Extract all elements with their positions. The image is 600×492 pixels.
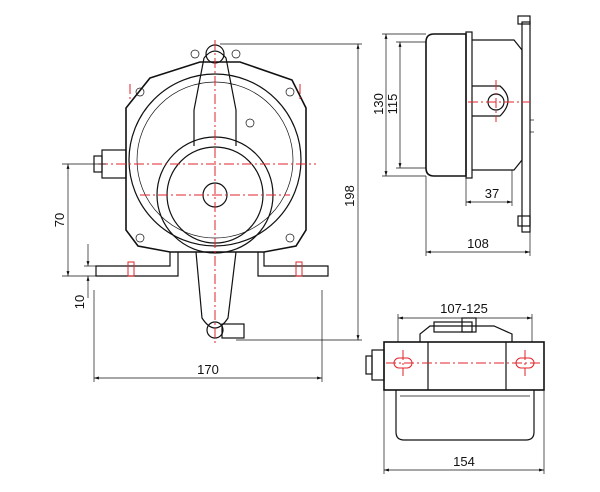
top-view: 107-125 154: [365, 301, 545, 474]
dim-front-height: 198: [342, 185, 357, 207]
side-lever-plate: [521, 21, 531, 233]
dim-top-slot-range: 107-125: [440, 301, 488, 316]
front-bottom-tab: [221, 323, 245, 339]
dim-side-height-inner: 115: [385, 94, 400, 115]
front-right-foot: [257, 252, 329, 277]
front-lever-lower: [195, 251, 237, 329]
front-body-outline: [125, 61, 307, 253]
front-left-foot: [95, 252, 179, 277]
dim-front-foot-height: 10: [72, 295, 87, 309]
dim-side-height-outer: 130: [371, 93, 386, 115]
side-arm-body: [472, 39, 523, 171]
dim-front-mount-height: 70: [52, 213, 67, 227]
dim-side-shaft-offset: 37: [485, 186, 499, 201]
dim-front-width: 170: [197, 362, 219, 377]
side-housing: [425, 33, 467, 177]
front-view: 170 198 70 10: [52, 40, 362, 382]
top-flange: [383, 341, 545, 391]
dim-top-width: 154: [453, 454, 475, 469]
dim-side-depth: 108: [467, 236, 489, 251]
side-view: 130 115 37 108: [371, 15, 534, 256]
top-lower-housing: [395, 390, 535, 441]
top-cable-gland: [371, 349, 385, 381]
